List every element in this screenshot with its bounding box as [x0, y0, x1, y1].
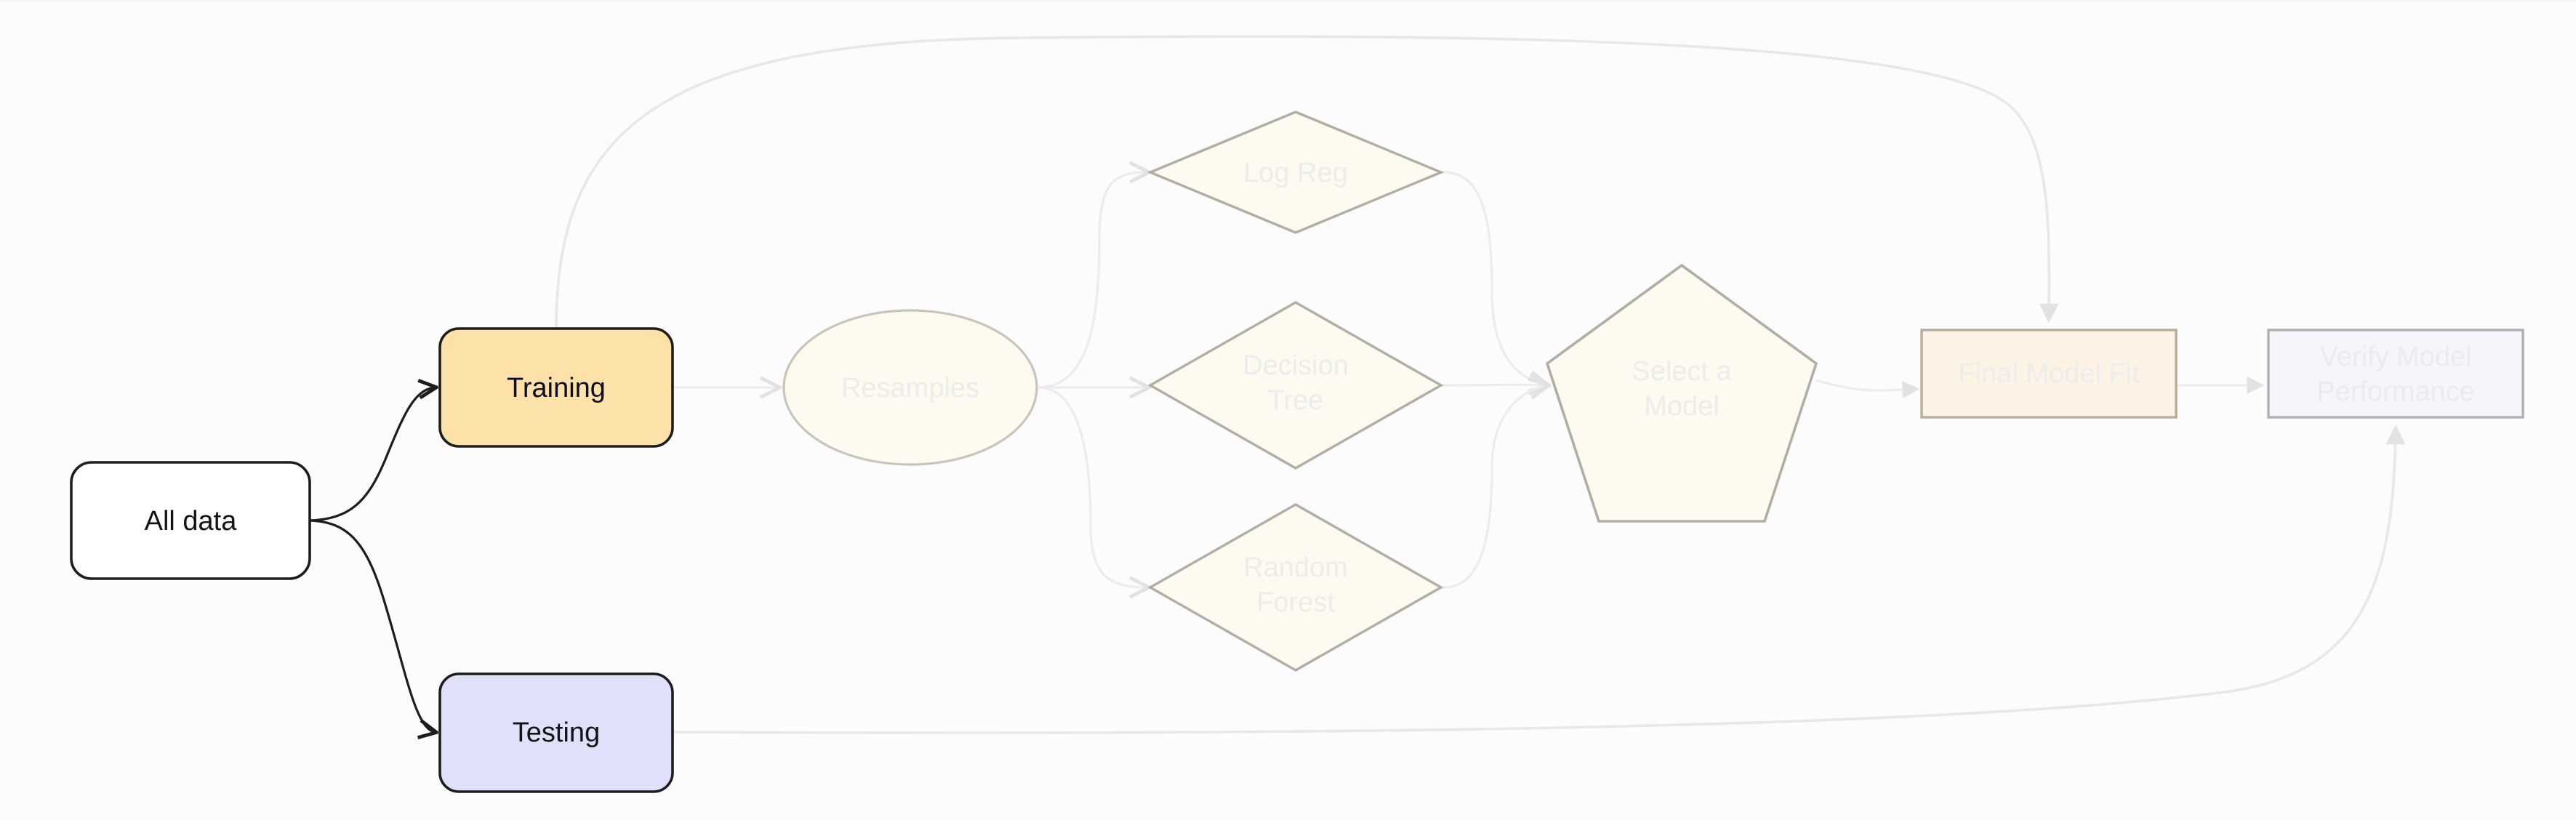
edge-log-reg-to-select-a-model	[1440, 171, 1547, 385]
edge-resamples-to-random-forest	[1038, 386, 1147, 587]
node-final-model-fit[interactable]: Final Model Fit	[1920, 329, 2178, 419]
node-training[interactable]: Training	[438, 327, 674, 448]
decision-tree-diamond-shape	[1147, 301, 1444, 470]
random-forest-diamond-shape	[1147, 503, 1444, 672]
all-data-rect-shape	[70, 461, 311, 580]
node-verify-model-performance[interactable]: Verify Model Performance	[2267, 329, 2524, 419]
edge-testing-to-verify	[672, 425, 2406, 734]
node-log-reg[interactable]: Log Reg	[1147, 110, 1445, 234]
final-model-fit-rect-shape	[1920, 329, 2178, 419]
edge-all-data-to-training	[309, 387, 435, 522]
select-a-model-pentagon-shape	[1545, 263, 1818, 523]
node-random-forest[interactable]: Random Forest	[1147, 503, 1444, 672]
training-rect-shape	[438, 327, 674, 448]
edge-all-data-to-testing	[309, 519, 435, 732]
log-reg-diamond-shape	[1147, 110, 1445, 234]
edge-training-to-final-model-fit	[555, 35, 2059, 329]
node-resamples[interactable]: Resamples	[782, 309, 1038, 466]
resamples-ellipse-shape	[782, 309, 1038, 466]
edge-resamples-to-log-reg	[1038, 172, 1147, 389]
edge-random-forest-to-select-a-model	[1440, 385, 1547, 589]
edge-select-a-model-to-final-model-fit	[1815, 379, 1920, 398]
node-decision-tree[interactable]: Decision Tree	[1147, 301, 1444, 470]
node-testing[interactable]: Testing	[438, 672, 674, 793]
node-select-a-model[interactable]: Select a Model	[1545, 263, 1818, 523]
verify-model-performance-rect-shape	[2267, 329, 2524, 419]
node-all-data[interactable]: All data	[70, 461, 311, 580]
testing-rect-shape	[438, 672, 674, 793]
